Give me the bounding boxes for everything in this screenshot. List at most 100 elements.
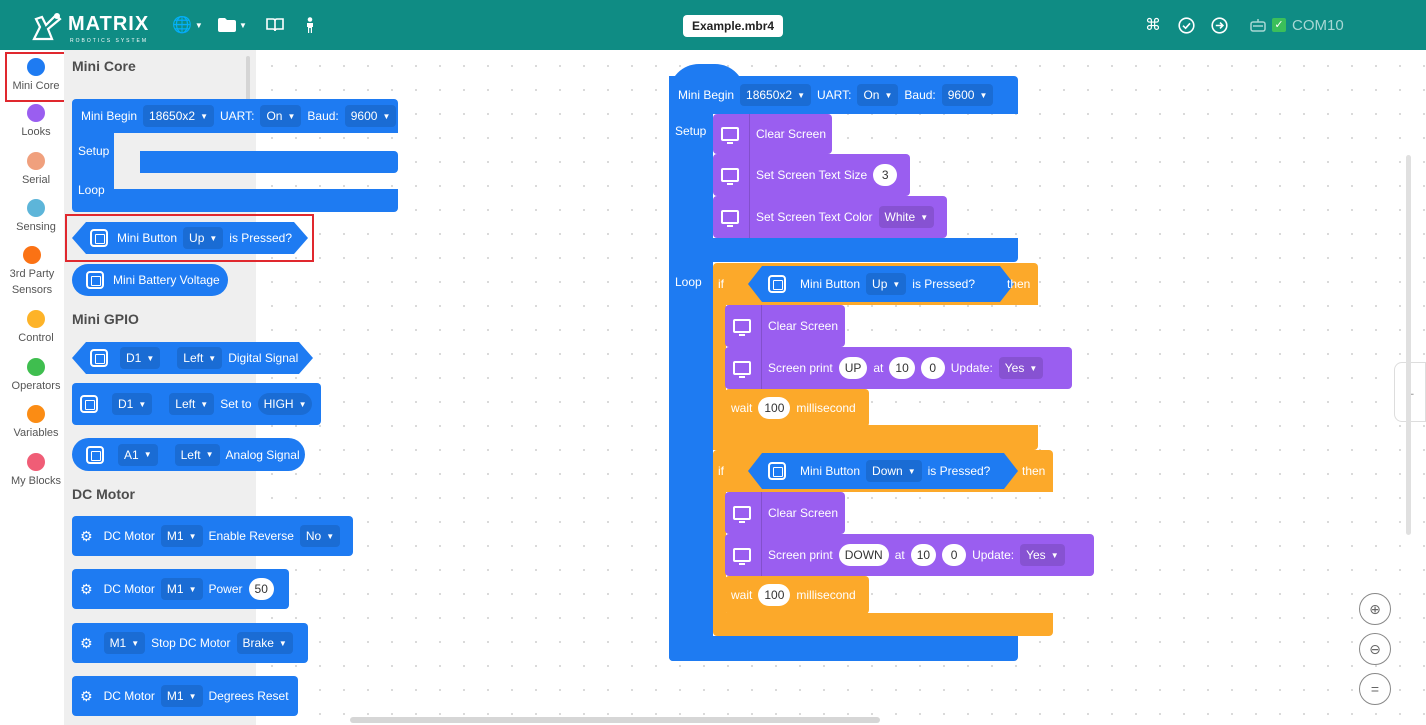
category-dot xyxy=(27,152,45,170)
palette-mini-button-block[interactable]: Mini Button Up is Pressed? xyxy=(72,222,308,254)
motor-dropdown[interactable]: M1 xyxy=(103,632,146,654)
category-operators[interactable]: Operators xyxy=(0,358,72,394)
y-input[interactable]: 0 xyxy=(920,357,945,379)
screen-print-block[interactable]: Screen print DOWN at 10 0 Update: Yes xyxy=(725,534,1094,576)
screen-print-block[interactable]: Screen print UP at 10 0 Update: Yes xyxy=(725,347,1072,389)
side-dropdown[interactable]: Left xyxy=(177,347,222,369)
motor-dropdown[interactable]: M1 xyxy=(160,685,203,707)
uart-dropdown[interactable]: On xyxy=(260,105,302,127)
chip-icon xyxy=(86,445,104,464)
update-dropdown[interactable]: Yes xyxy=(998,357,1044,379)
power-input[interactable]: 50 xyxy=(248,578,274,600)
verify-button[interactable] xyxy=(1178,14,1195,36)
clear-screen-block[interactable]: Clear Screen xyxy=(713,114,832,154)
if-keyword: if xyxy=(718,277,724,291)
matrix-logo[interactable]: MATRIX ROBOTICS SYSTEM xyxy=(30,8,149,44)
zoom-out-button[interactable]: ⊖ xyxy=(1359,633,1391,665)
category-serial[interactable]: Serial xyxy=(0,152,72,188)
wait-input[interactable]: 100 xyxy=(758,397,791,419)
pin-dropdown[interactable]: D1 xyxy=(120,347,160,369)
category-mini-core[interactable]: Mini Core xyxy=(5,52,67,102)
if-block-1-arm xyxy=(713,305,726,425)
then-keyword: then xyxy=(1022,464,1046,478)
workspace-vertical-scrollbar[interactable] xyxy=(1406,155,1411,535)
button-dropdown[interactable]: Up xyxy=(183,227,223,249)
button-dropdown[interactable]: Down xyxy=(866,460,922,482)
category-label: Serial xyxy=(21,174,51,186)
pin-dropdown[interactable]: D1 xyxy=(112,393,153,415)
language-button[interactable]: 🌐▼ xyxy=(172,14,203,36)
category-my-blocks[interactable]: My Blocks xyxy=(0,453,72,489)
baud-dropdown[interactable]: 9600 xyxy=(344,105,397,127)
palette-scrollbar[interactable] xyxy=(246,56,250,126)
reverse-dropdown[interactable]: No xyxy=(299,525,341,547)
battery-dropdown[interactable]: 18650x2 xyxy=(143,105,214,127)
block-icon-area xyxy=(725,305,762,347)
motor-dropdown[interactable]: M1 xyxy=(160,578,203,600)
text-size-input[interactable]: 3 xyxy=(873,164,898,186)
reset-zoom-button[interactable]: = xyxy=(1359,673,1391,705)
print-text-input[interactable]: DOWN xyxy=(838,544,889,566)
print-text-input[interactable]: UP xyxy=(838,357,868,379)
palette-digital-signal-block[interactable]: D1 Left Digital Signal xyxy=(72,342,313,374)
category-label: Looks xyxy=(21,126,51,138)
palette-mini-begin-block[interactable] xyxy=(72,99,398,133)
pin-dropdown[interactable]: A1 xyxy=(118,443,158,466)
clear-screen-block[interactable]: Clear Screen xyxy=(725,492,845,534)
side-dropdown[interactable]: Left xyxy=(174,443,220,466)
category-dot xyxy=(27,405,45,423)
section-title-mini-gpio: Mini GPIO xyxy=(72,311,139,327)
palette-dc-power-block[interactable]: ⚙ DC Motor M1 Power 50 xyxy=(72,569,289,609)
category-control[interactable]: Control xyxy=(0,310,72,346)
baud-dropdown[interactable]: 9600 xyxy=(941,84,994,106)
update-dropdown[interactable]: Yes xyxy=(1020,544,1065,566)
level-dropdown[interactable]: HIGH xyxy=(257,393,313,415)
set-text-color-block[interactable]: Set Screen Text Color White xyxy=(713,196,947,238)
palette-battery-voltage-block[interactable]: Mini Battery Voltage xyxy=(72,264,228,296)
device-button[interactable] xyxy=(304,14,316,36)
loop-arm xyxy=(72,173,114,189)
side-dropdown[interactable]: Left xyxy=(169,393,215,415)
screen-icon xyxy=(733,506,751,523)
category-label: 3rd Party Sensors xyxy=(9,268,55,296)
palette-set-pin-block[interactable]: D1 Left Set to HIGH xyxy=(72,383,321,425)
shortcuts-button[interactable]: ⌘ xyxy=(1145,14,1161,36)
stop-mode-dropdown[interactable]: Brake xyxy=(236,632,293,654)
zoom-in-button[interactable]: ⊕ xyxy=(1359,593,1391,625)
com-port-selector[interactable]: ✓ COM10 xyxy=(1250,14,1344,36)
y-input[interactable]: 0 xyxy=(942,544,967,566)
palette-dc-stop-block[interactable]: ⚙ M1 Stop DC Motor Brake xyxy=(72,623,308,663)
text-color-dropdown[interactable]: White xyxy=(878,206,935,228)
button-dropdown[interactable]: Up xyxy=(866,273,906,295)
category-sensing[interactable]: Sensing xyxy=(0,199,72,235)
workspace-horizontal-scrollbar[interactable] xyxy=(350,717,880,723)
file-menu-button[interactable]: ▼ xyxy=(218,14,247,36)
clear-screen-block[interactable]: Clear Screen xyxy=(725,305,845,347)
palette-dc-enable-reverse-block[interactable]: ⚙ DC Motor M1 Enable Reverse No xyxy=(72,516,353,556)
mini-button-condition[interactable]: Mini Button Down is Pressed? xyxy=(748,453,1018,489)
block-label: at xyxy=(894,548,905,562)
x-input[interactable]: 10 xyxy=(910,544,937,566)
battery-dropdown[interactable]: 18650x2 xyxy=(740,84,811,106)
block-label: Digital Signal xyxy=(228,351,299,365)
then-keyword: then xyxy=(1007,277,1031,291)
category-variables[interactable]: Variables xyxy=(0,405,72,441)
tutorial-button[interactable] xyxy=(266,14,284,36)
chip-icon xyxy=(768,275,786,293)
x-input[interactable]: 10 xyxy=(889,357,915,379)
file-name-tab[interactable]: Example.mbr4 xyxy=(683,15,784,37)
uart-dropdown[interactable]: On xyxy=(857,84,899,106)
upload-button[interactable] xyxy=(1211,14,1228,36)
category-3rd-party-sensors[interactable]: 3rd Party Sensors xyxy=(0,246,68,298)
mini-button-condition[interactable]: Mini Button Up is Pressed? xyxy=(748,266,1014,302)
palette-analog-signal-block[interactable]: A1 Left Analog Signal xyxy=(72,438,305,471)
category-looks[interactable]: Looks xyxy=(0,104,72,140)
block-label: Baud: xyxy=(904,88,936,102)
palette-dc-degrees-reset-block[interactable]: ⚙ DC Motor M1 Degrees Reset xyxy=(72,676,298,716)
wait-input[interactable]: 100 xyxy=(758,584,791,606)
setup-label: Setup xyxy=(675,124,707,138)
motor-dropdown[interactable]: M1 xyxy=(160,525,203,547)
wait-block[interactable]: wait 100 millisecond xyxy=(725,389,869,427)
set-text-size-block[interactable]: Set Screen Text Size 3 xyxy=(713,154,910,196)
wait-block[interactable]: wait 100 millisecond xyxy=(725,576,869,614)
